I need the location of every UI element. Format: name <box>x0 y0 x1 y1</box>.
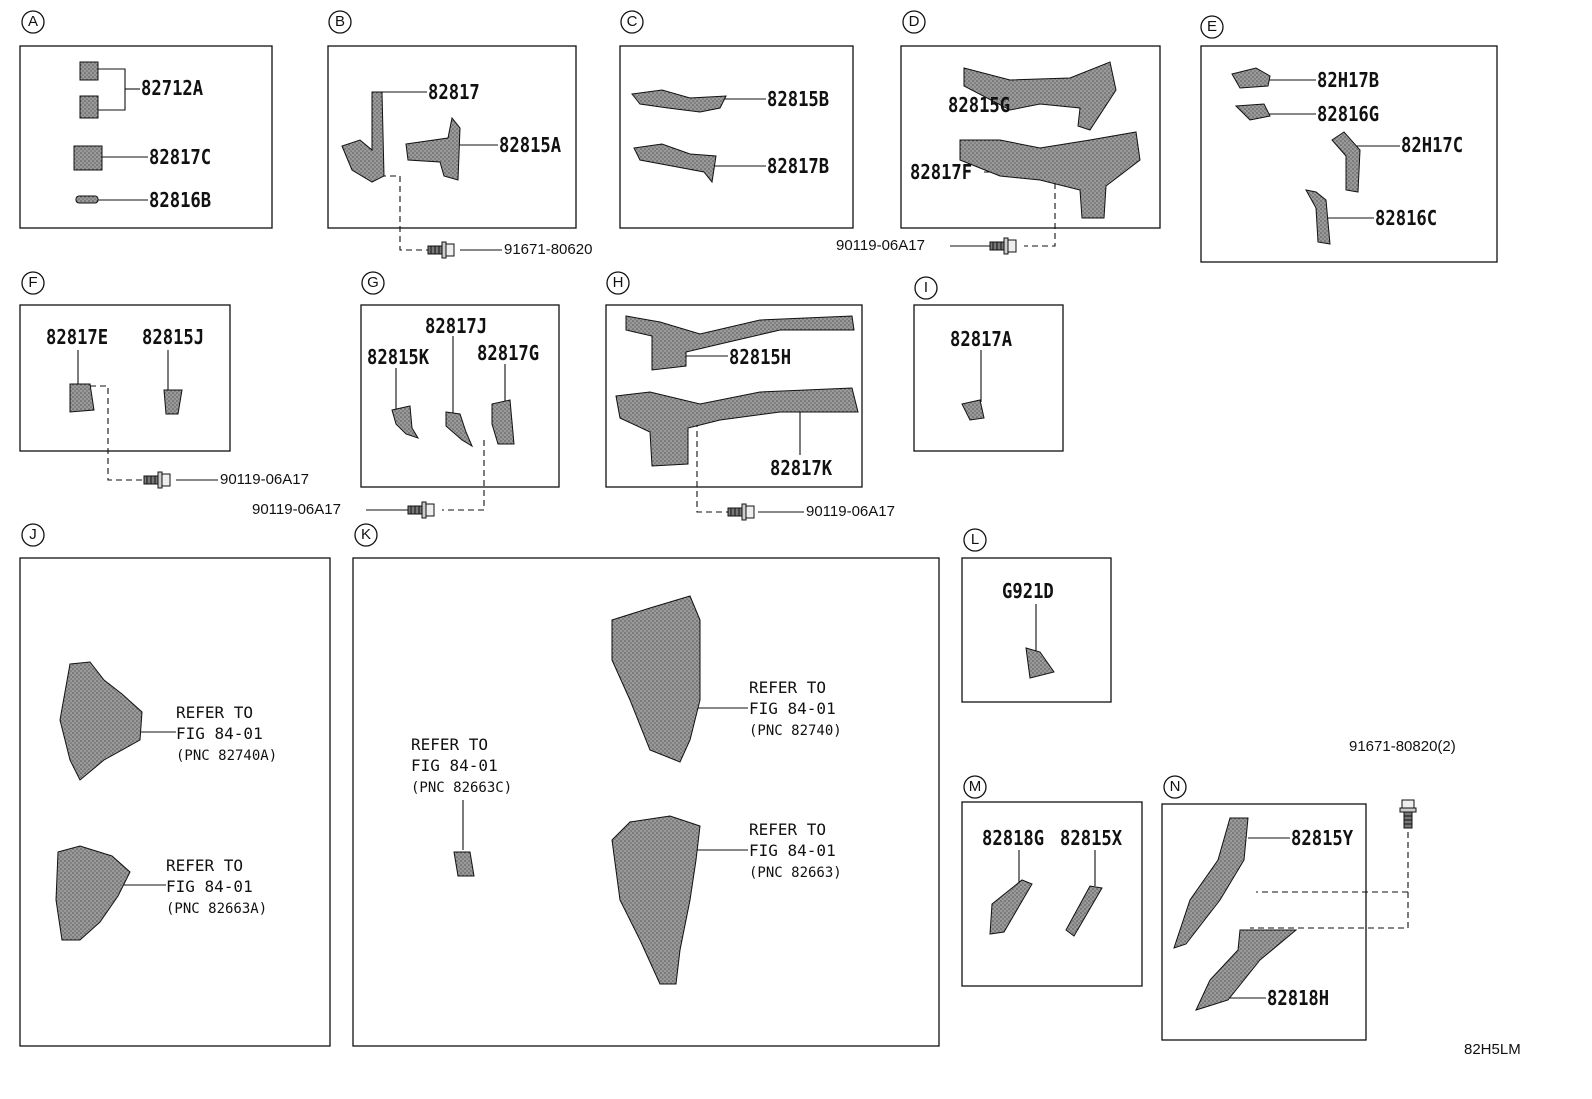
part-label-82818h[interactable]: 82818H <box>1267 986 1330 1010</box>
bolt-label-90119-06a17-f[interactable]: 90119-06A17 <box>220 471 309 488</box>
part-label-82712a[interactable]: 82712A <box>141 76 204 100</box>
part-label-82818g[interactable]: 82818G <box>982 826 1045 850</box>
part-label-82815y[interactable]: 82815Y <box>1291 826 1354 850</box>
part-label-82h17b[interactable]: 82H17B <box>1317 68 1380 92</box>
part-label-82815k[interactable]: 82815K <box>367 345 430 369</box>
part-label-82816b[interactable]: 82816B <box>149 188 212 212</box>
part-label-82815b[interactable]: 82815B <box>767 87 830 111</box>
part-label-82817e[interactable]: 82817E <box>46 325 109 349</box>
leader-lines <box>77 68 1400 999</box>
part-label-82815g[interactable]: 82815G <box>948 93 1011 117</box>
section-letter-h: H <box>612 274 624 291</box>
bolt-label-91671-80820[interactable]: 91671-80820(2) <box>1349 738 1456 755</box>
part-label-g921d[interactable]: G921D <box>1002 579 1054 603</box>
section-letter-k: K <box>360 526 371 543</box>
part-drawings <box>55 61 1361 1011</box>
bolt-label-90119-06a17-g[interactable]: 90119-06A17 <box>252 501 341 518</box>
section-letter-b: B <box>334 13 345 30</box>
part-label-82815x[interactable]: 82815X <box>1060 826 1123 850</box>
part-label-82816g[interactable]: 82816G <box>1317 102 1380 126</box>
section-letter-a: A <box>27 13 38 30</box>
part-label-82817c[interactable]: 82817C <box>149 145 212 169</box>
section-letter-f: F <box>28 274 38 291</box>
part-label-82816c[interactable]: 82816C <box>1375 206 1438 230</box>
part-label-82817f[interactable]: 82817F <box>910 160 973 184</box>
part-label-82817j[interactable]: 82817J <box>425 314 488 338</box>
part-label-82817b[interactable]: 82817B <box>767 154 830 178</box>
part-label-82815j[interactable]: 82815J <box>142 325 205 349</box>
section-markers <box>21 10 1224 799</box>
section-letter-j: J <box>29 526 37 543</box>
section-boxes <box>19 45 1498 1047</box>
part-label-82817[interactable]: 82817 <box>428 80 480 104</box>
bolt-label-90119-06a17-d[interactable]: 90119-06A17 <box>836 237 925 254</box>
diagram-code: 82H5LM <box>1464 1041 1521 1058</box>
section-letter-i: I <box>923 279 929 296</box>
part-label-82h17c[interactable]: 82H17C <box>1401 133 1464 157</box>
part-label-82817k[interactable]: 82817K <box>770 456 833 480</box>
dashed-connectors <box>90 175 1409 929</box>
bolt-label-90119-06a17-h[interactable]: 90119-06A17 <box>806 503 895 520</box>
section-letter-n: N <box>1169 778 1181 795</box>
section-letter-g: G <box>367 274 379 291</box>
part-label-82817a[interactable]: 82817A <box>950 327 1013 351</box>
part-label-82815h[interactable]: 82815H <box>729 345 792 369</box>
section-letter-l: L <box>970 531 980 548</box>
section-letter-m: M <box>968 778 982 795</box>
bolt-label-91671-80620[interactable]: 91671-80620 <box>504 241 593 258</box>
section-letter-c: C <box>626 13 638 30</box>
section-letter-e: E <box>1206 18 1217 35</box>
part-label-82815a[interactable]: 82815A <box>499 133 562 157</box>
part-label-82817g[interactable]: 82817G <box>477 341 540 365</box>
section-letter-d: D <box>908 13 920 30</box>
